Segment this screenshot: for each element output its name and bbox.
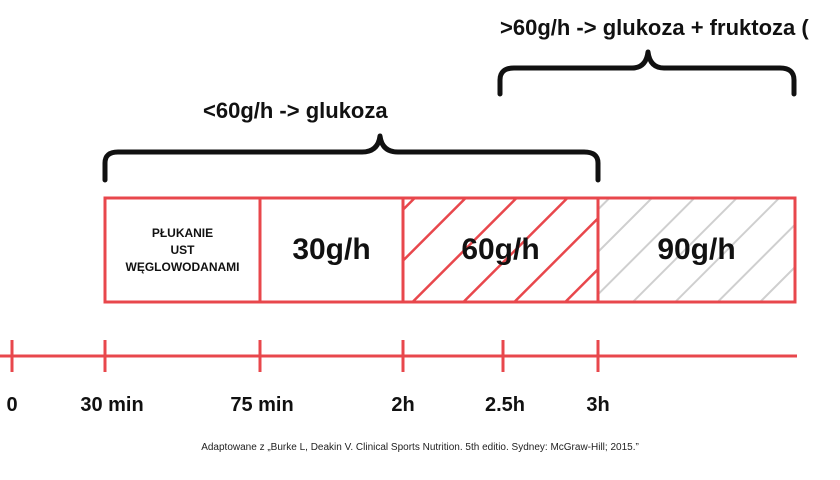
bracket-label-glucose: <60g/h -> glukoza	[203, 98, 388, 123]
segments-box	[103, 196, 797, 304]
tick-label-2h: 2h	[391, 394, 415, 416]
bracket-label-glucose-fructose: >60g/h -> glukoza + fruktoza (	[500, 15, 809, 40]
segment-90-hatch	[598, 198, 795, 302]
tick-label-2-5h: 2.5h	[484, 394, 526, 416]
segment-label-60: 60g/h	[461, 233, 540, 266]
tick-label-3h: 3h	[586, 394, 610, 416]
citation: Adaptowane z „Burke L, Deakin V. Clinica…	[201, 442, 639, 453]
segment-60-hatch	[403, 198, 598, 302]
bracket-glucose-fructose	[497, 49, 797, 97]
bracket-glucose	[102, 133, 601, 183]
tick-label-0: 0	[6, 394, 18, 416]
tick-label-30min: 30 min	[80, 394, 144, 416]
segment-label-90: 90g/h	[657, 233, 736, 266]
tick-label-75min: 75 min	[230, 394, 294, 416]
segment-label-rinse: PŁUKANIE UST WĘGLOWODANAMI	[125, 225, 240, 274]
segment-label-30: 30g/h	[292, 233, 371, 266]
